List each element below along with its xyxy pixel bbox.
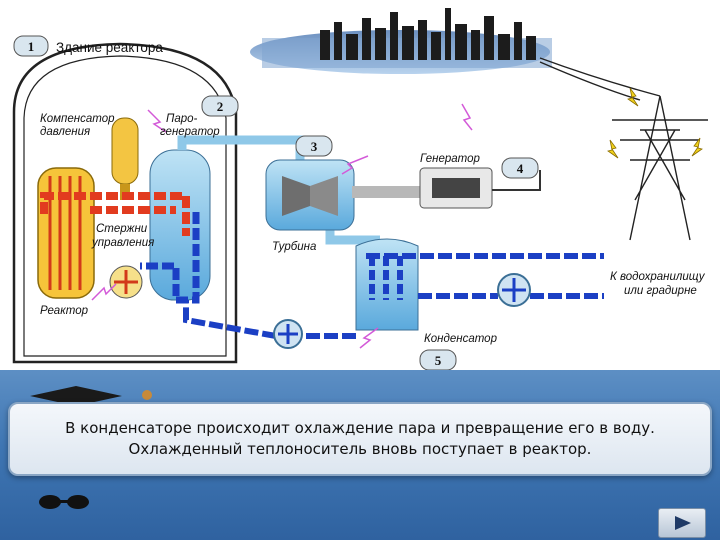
generator <box>352 167 541 209</box>
pointer-arrow-icon <box>91 103 473 349</box>
step-number: 4 <box>517 161 524 176</box>
steam-generator-label: генератор <box>160 126 220 138</box>
condenser-label: Конденсатор <box>424 333 498 345</box>
step-badge-2: 2 <box>201 95 239 117</box>
nuclear-plant-diagram: 1 2 3 4 5 Здание реактора Компенсатор да… <box>12 8 708 370</box>
play-right-icon <box>675 516 691 530</box>
cooling-loop <box>366 253 604 299</box>
caption-box: В конденсаторе происходит охлаждение пар… <box>8 402 712 476</box>
reservoir-label: или градирне <box>624 285 697 297</box>
step-number: 1 <box>28 39 35 54</box>
caption-panel: В конденсаторе происходит охлаждение пар… <box>0 370 720 540</box>
turbine-label: Турбина <box>272 241 316 253</box>
building-label: Здание реактора <box>56 40 163 55</box>
step-badge-1: 1 <box>13 35 49 57</box>
reactor-building <box>12 42 238 364</box>
lightning-icon <box>607 87 703 159</box>
generator-label: Генератор <box>420 153 481 165</box>
feed-pump <box>273 319 303 349</box>
primary-loop-hot <box>40 192 190 236</box>
step-number: 3 <box>311 139 318 154</box>
step-badge-5: 5 <box>419 349 457 370</box>
rods-label: Стержни <box>96 223 148 235</box>
step-badge-3: 3 <box>295 135 333 157</box>
graduation-cap-icon <box>30 386 122 406</box>
glasses-icon <box>39 495 89 509</box>
reactor-vessel <box>37 167 95 299</box>
power-pylon <box>539 57 708 241</box>
step-number: 2 <box>217 99 224 114</box>
steam-generator <box>149 149 211 301</box>
compensator-label: давления <box>40 126 90 138</box>
cooling-pump <box>497 273 531 307</box>
condenser <box>355 238 419 331</box>
caption-line-1: В конденсаторе происходит охлаждение пар… <box>65 419 655 437</box>
tassel-icon <box>142 390 152 400</box>
reactor-label: Реактор <box>40 305 89 317</box>
turbine <box>265 159 355 231</box>
compensator-label: Компенсатор <box>40 113 115 125</box>
rods-label: управления <box>91 237 154 249</box>
step-badge-4: 4 <box>501 157 539 179</box>
next-slide-button[interactable] <box>658 508 706 538</box>
steam-generator-label: Паро- <box>166 113 198 125</box>
city-skyline <box>250 8 552 74</box>
primary-pump <box>109 265 143 299</box>
pressure-compensator <box>111 117 139 200</box>
return-loop <box>183 300 356 339</box>
reservoir-label: К водохранилищу <box>610 271 706 283</box>
caption-line-2: Охлажденный теплоноситель вновь поступае… <box>128 440 592 458</box>
step-number: 5 <box>435 353 442 368</box>
primary-loop-cold <box>140 212 200 304</box>
